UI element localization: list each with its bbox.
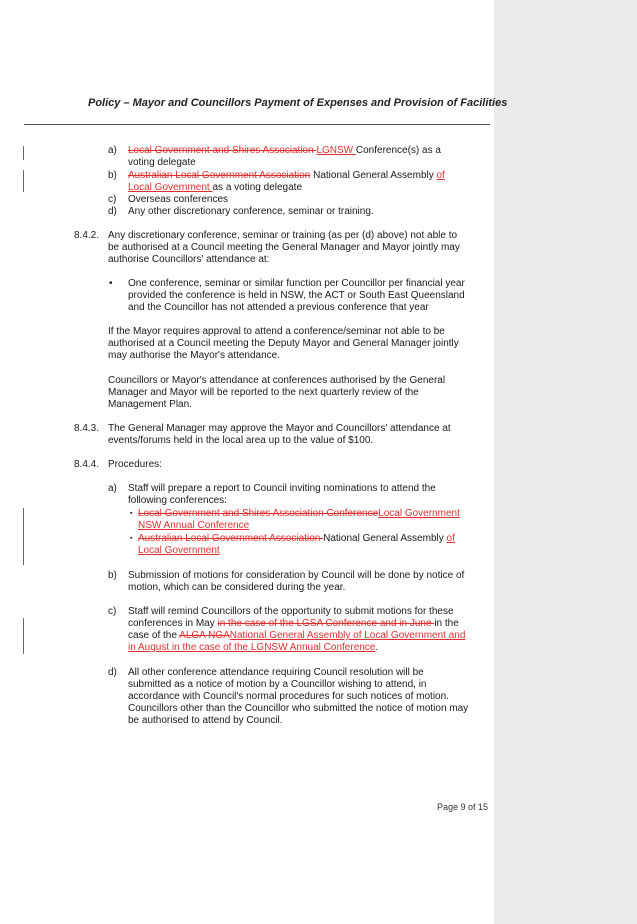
procedure-line: case of the ALGA NGANational General Ass… <box>128 630 466 641</box>
paragraph-line: authorise Councillors' attendance at: <box>108 254 270 265</box>
list-item-label: d) <box>108 206 117 217</box>
paragraph-line: The General Manager may approve the Mayo… <box>108 423 451 434</box>
paragraph-line: If the Mayor requires approval to attend… <box>108 326 445 337</box>
deleted-text: Australian Local Government Association <box>128 170 311 181</box>
procedure-line: motion, which can be considered during t… <box>128 582 346 593</box>
inserted-text: Local Government <box>378 508 460 519</box>
change-bar <box>23 146 24 160</box>
list-item-label: b) <box>108 570 117 581</box>
paragraph-line: Any discretionary conference, seminar or… <box>108 230 458 241</box>
bullet-line: and the Councillor has not attended a pr… <box>128 302 429 313</box>
procedure-line: in August in the case of the LGNSW Annua… <box>128 642 379 653</box>
inserted-text: in August in the case of the LGNSW Annua… <box>128 642 376 653</box>
list-item-b: Australian Local Government Association … <box>128 170 445 181</box>
sub-bullet-line-cont: Local Government <box>138 545 220 557</box>
paragraph-line: Manager and Mayor will be reported to th… <box>108 387 419 398</box>
header-rule <box>24 124 490 125</box>
sub-bullet-line: Australian Local Government Association … <box>138 533 455 544</box>
paragraph-line: Councillors or Mayor's attendance at con… <box>108 375 446 386</box>
list-item-d: Any other discretionary conference, semi… <box>128 206 374 217</box>
paragraph-line: events/forums held in the local area up … <box>108 435 374 446</box>
list-item-label: b) <box>108 170 117 181</box>
list-item-label: d) <box>108 667 117 678</box>
procedure-line: conferences in May in the case of the LG… <box>128 618 459 629</box>
procedure-line: Staff will prepare a report to Council i… <box>128 483 436 494</box>
section-number: 8.4.4. <box>74 459 100 470</box>
list-item-a: Local Government and Shires Association … <box>128 145 441 156</box>
procedure-line: All other conference attendance requirin… <box>128 667 424 678</box>
procedure-line: submitted as a notice of motion by a Cou… <box>128 679 427 690</box>
sub-bullet-line: Local Government and Shires Association … <box>138 508 460 520</box>
deleted-text: in the case of the LGSA Conference and i… <box>217 618 435 629</box>
deleted-text: Local Government and Shires Association … <box>138 508 379 519</box>
change-bar <box>23 508 24 565</box>
list-item-c: Overseas conferences <box>128 194 229 205</box>
bullet-icon: • <box>109 278 113 289</box>
inserted-text: NSW Annual Conference <box>138 520 250 531</box>
section-title: Procedures: <box>108 459 162 470</box>
square-bullet-icon: ▪ <box>130 510 133 517</box>
section-number: 8.4.2. <box>74 230 100 241</box>
procedure-line: Submission of motions for consideration … <box>128 570 465 581</box>
list-item-b-cont: Local Government as a voting delegate <box>128 182 303 193</box>
list-item-label: c) <box>108 194 117 205</box>
paragraph-line: be authorised at a Council meeting the G… <box>108 242 460 253</box>
section-number: 8.4.3. <box>74 423 100 434</box>
list-item-label: a) <box>108 483 117 494</box>
list-item-a-cont: voting delegate <box>128 157 196 168</box>
deleted-text: Australian Local Government Association <box>138 533 324 544</box>
procedure-line: accordance with Council's normal procedu… <box>128 691 449 702</box>
procedure-line: Councillors other than the Councillor wh… <box>128 703 469 714</box>
deleted-text: Local Government and Shires Association <box>128 145 317 156</box>
document-header: Policy – Mayor and Councillors Payment o… <box>88 97 508 109</box>
list-item-label: a) <box>108 145 117 156</box>
inserted-text: Local Government <box>128 182 213 193</box>
inserted-text: Local Government <box>138 545 220 556</box>
inserted-text: of <box>436 170 445 181</box>
paragraph-line: authorised at a Council meeting the Depu… <box>108 338 459 349</box>
inserted-text: LGNSW <box>316 145 356 156</box>
procedure-line: following conferences: <box>128 495 227 506</box>
change-bar <box>23 170 24 192</box>
inserted-text: National General Assembly of Local Gover… <box>229 630 466 641</box>
paragraph-line: Management Plan. <box>108 399 192 410</box>
sub-bullet-line-cont: NSW Annual Conference <box>138 520 249 532</box>
bullet-line: One conference, seminar or similar funct… <box>128 278 465 289</box>
page-number: Page 9 of 15 <box>437 802 489 812</box>
procedure-line: Staff will remind Councillors of the opp… <box>128 606 454 617</box>
procedure-line: be authorised to attend by Council. <box>128 715 283 726</box>
deleted-text: ALGA NGA <box>179 630 230 641</box>
list-item-label: c) <box>108 606 117 617</box>
inserted-text: of <box>446 533 455 544</box>
comment-margin-panel <box>494 0 637 924</box>
bullet-line: provided the conference is held in NSW, … <box>128 290 465 301</box>
change-bar <box>23 618 24 654</box>
paragraph-line: may authorise the Mayor's attendance. <box>108 350 281 361</box>
square-bullet-icon: ▪ <box>130 535 133 542</box>
